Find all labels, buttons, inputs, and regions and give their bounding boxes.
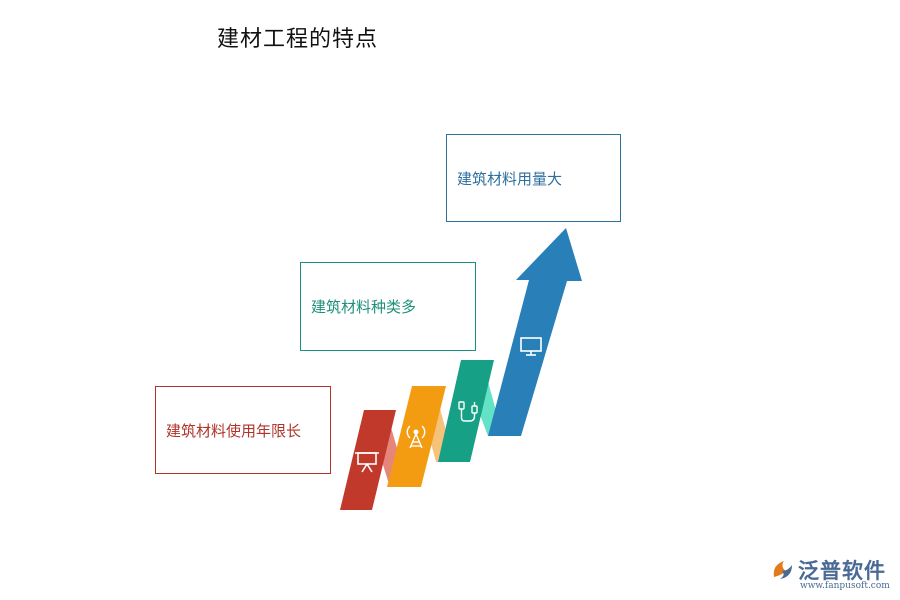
feature-box-large-usage: 建筑材料用量大 [446,134,621,222]
step-red [340,410,396,510]
usb-plug-icon [458,401,478,422]
logo-mark-icon [773,561,792,579]
step-blue-arrow [488,228,582,436]
logo-text: 泛普软件 [798,559,886,583]
company-logo: 泛普软件 www.fanpusoft.com [770,555,895,595]
monitor-icon [520,337,542,356]
logo-url: www.fanpusoft.com [800,581,890,591]
feature-box-many-types: 建筑材料种类多 [300,262,476,351]
feature-label: 建筑材料用量大 [457,169,563,188]
feature-box-long-service-life: 建筑材料使用年限长 [155,386,331,474]
presentation-board-icon [355,452,379,473]
signal-tower-icon [406,425,426,449]
step-green [438,360,494,462]
feature-label: 建筑材料使用年限长 [166,421,302,440]
feature-label: 建筑材料种类多 [311,298,417,316]
page-title: 建材工程的特点 [217,27,379,52]
